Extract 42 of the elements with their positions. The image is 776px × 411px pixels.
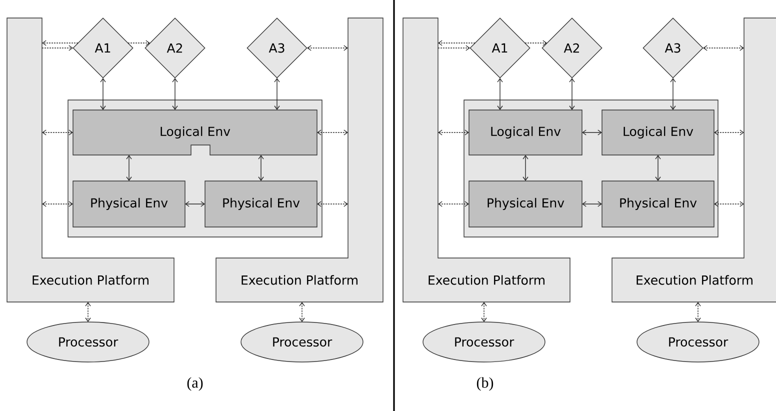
- arrow: [438, 130, 469, 136]
- arrow: [42, 130, 74, 136]
- arrow: [695, 302, 701, 322]
- arrow: [85, 302, 91, 322]
- arrow: [524, 40, 547, 46]
- arrow: [582, 130, 602, 136]
- environment-box: Physical Env: [204, 180, 318, 228]
- arrow: [317, 130, 348, 136]
- arrow: [42, 201, 74, 207]
- arrow: [172, 78, 178, 110]
- panel-label: (b): [476, 377, 494, 391]
- arrow: [670, 78, 676, 110]
- environment-box: Logical Env: [468, 110, 582, 156]
- arrow: [569, 78, 575, 110]
- arrow: [714, 130, 744, 136]
- arrow: [522, 154, 528, 181]
- arrow: [42, 40, 78, 46]
- arrow: [307, 45, 348, 51]
- arrow: [128, 40, 150, 46]
- arrow: [126, 154, 132, 181]
- arrow: [438, 40, 476, 46]
- arrow: [438, 201, 469, 207]
- environment-box: Logical Env: [72, 110, 318, 156]
- arrow: [185, 201, 205, 207]
- arrow: [42, 45, 74, 51]
- arrow: [299, 302, 305, 322]
- environment-box: Physical Env: [602, 180, 714, 228]
- panel-label: (a): [187, 377, 203, 391]
- arrow: [582, 201, 602, 207]
- arrow: [100, 78, 106, 110]
- arrow: [258, 154, 264, 181]
- arrow: [274, 78, 280, 110]
- arrow: [438, 45, 470, 51]
- arrow: [317, 201, 348, 207]
- environment-box: Physical Env: [72, 180, 186, 228]
- arrow: [481, 302, 487, 322]
- arrow: [703, 45, 744, 51]
- arrow: [714, 201, 744, 207]
- arrow: [497, 78, 503, 110]
- arrow: [655, 154, 661, 181]
- environment-box: Physical Env: [468, 180, 582, 228]
- environment-box: Logical Env: [602, 110, 714, 156]
